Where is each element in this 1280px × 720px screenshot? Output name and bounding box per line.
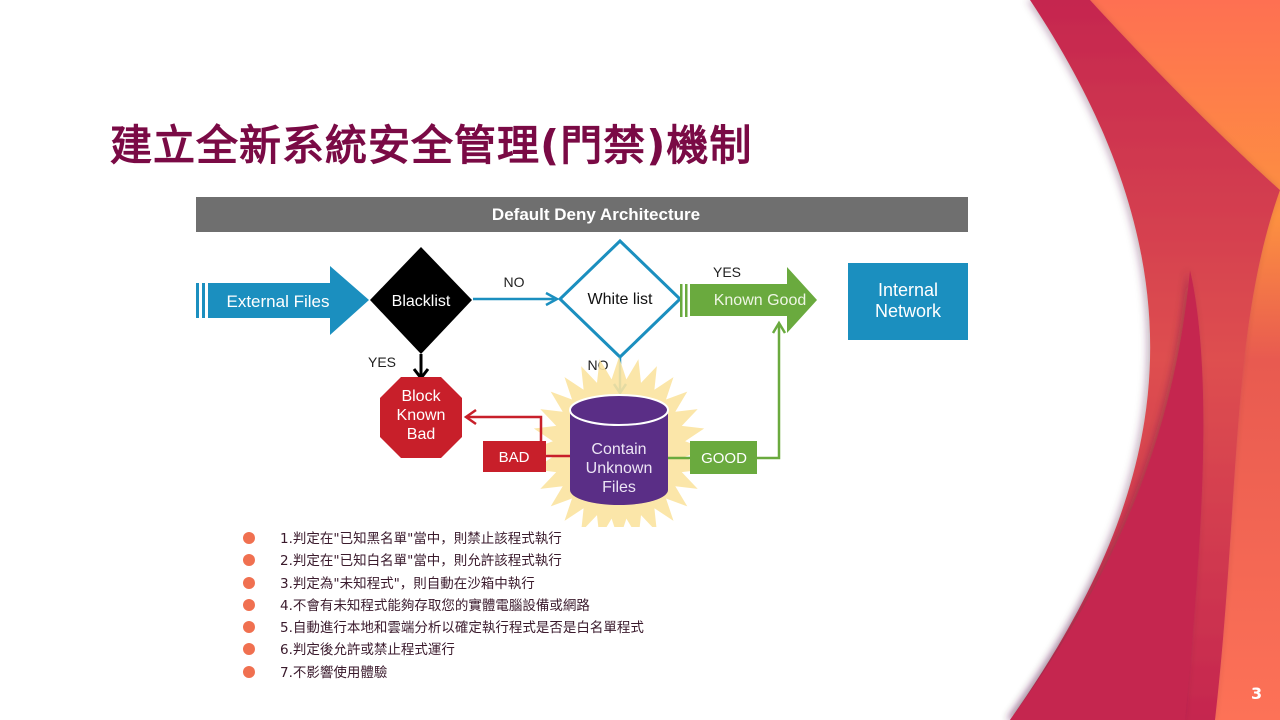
default-deny-architecture-diagram: Default Deny Architecture External Files… (196, 197, 968, 541)
block-label-line1: Block (401, 388, 441, 405)
bullet-item: 2.判定在"已知白名單"當中，則允許該程式執行 (240, 550, 644, 572)
bullet-dot-icon (243, 665, 255, 678)
bullet-list: 1.判定在"已知黑名單"當中，則禁止該程式執行 2.判定在"已知白名單"當中，則… (240, 528, 644, 684)
known-good-label: Known Good (714, 292, 807, 309)
bullet-item: 3.判定為"未知程式"，則自動在沙箱中執行 (240, 573, 644, 595)
external-files-arrow: External Files (196, 266, 369, 335)
bad-path: BAD (463, 408, 571, 472)
slide-title: 建立全新系統安全管理(門禁)機制 (110, 121, 753, 170)
diagram-header-text: Default Deny Architecture (492, 205, 700, 224)
bullet-dot-icon (243, 532, 255, 544)
bullet-item: 4.不會有未知程式能夠存取您的實體電腦設備或網路 (240, 595, 644, 617)
known-good-arrow: Known Good YES (680, 264, 817, 333)
bullet-dot-icon (243, 598, 255, 611)
bullet-dot-icon (243, 554, 255, 567)
orange-swoosh (1080, 0, 1280, 720)
diagram-header-bar (196, 197, 968, 232)
sandbox-container-cylinder: Contain Unknown Files (569, 394, 669, 505)
bullet-dot-icon (243, 576, 255, 589)
block-known-bad-stop-sign: Block Known Bad (380, 377, 462, 458)
whitelist-label: White list (588, 291, 653, 308)
bad-label: BAD (499, 449, 530, 466)
bullet-dot-icon (243, 643, 255, 656)
internal-network-line2: Network (875, 301, 942, 321)
bullet-item: 1.判定在"已知黑名單"當中，則禁止該程式執行 (240, 528, 644, 550)
container-label-line3: Files (602, 479, 636, 496)
bullet-item: 6.判定後允許或禁止程式運行 (240, 639, 644, 661)
good-label: GOOD (701, 450, 747, 467)
blacklist-decision: Blacklist (370, 247, 472, 354)
internal-network-box: Internal Network (848, 263, 968, 340)
block-label-line3: Bad (407, 426, 435, 443)
block-label-line2: Known (397, 407, 446, 424)
crimson-swoosh (1010, 0, 1280, 720)
blacklist-label: Blacklist (392, 293, 451, 310)
container-label-line1: Contain (591, 441, 646, 458)
bullet-dot-icon (243, 621, 255, 634)
good-path: GOOD (666, 320, 787, 474)
yes-arrow-to-block: YES (368, 354, 430, 381)
whitelist-decision: White list (557, 238, 683, 360)
yes-label-2: YES (368, 354, 396, 370)
no-label-1: NO (504, 274, 525, 290)
bullet-item: 7.不影響使用體驗 (240, 662, 644, 684)
internal-network-line1: Internal (878, 280, 938, 300)
bullet-item: 5.自動進行本地和雲端分析以確定執行程式是否是白名單程式 (240, 617, 644, 639)
no-arrow-to-whitelist: NO (473, 274, 560, 307)
external-files-label: External Files (227, 292, 330, 311)
slide-page-number: 3 (1251, 684, 1263, 703)
container-label-line2: Unknown (586, 460, 653, 477)
yes-label-1: YES (713, 264, 741, 280)
inner-magenta-swoosh (1010, 270, 1204, 720)
